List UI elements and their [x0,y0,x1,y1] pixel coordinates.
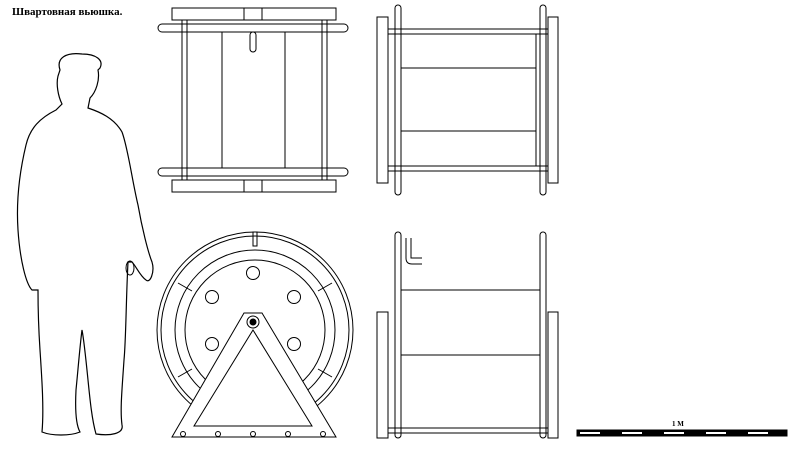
front-view [156,231,354,438]
side-view-bottom [376,231,559,439]
scale-bar-label: 1 М [672,420,684,428]
top-view [157,7,349,193]
drawing-title: Швартовная вьюшка. [12,6,123,18]
side-view-top [376,4,559,196]
hand [125,260,135,276]
human-silhouette [16,53,154,436]
scale-bar [576,429,788,437]
